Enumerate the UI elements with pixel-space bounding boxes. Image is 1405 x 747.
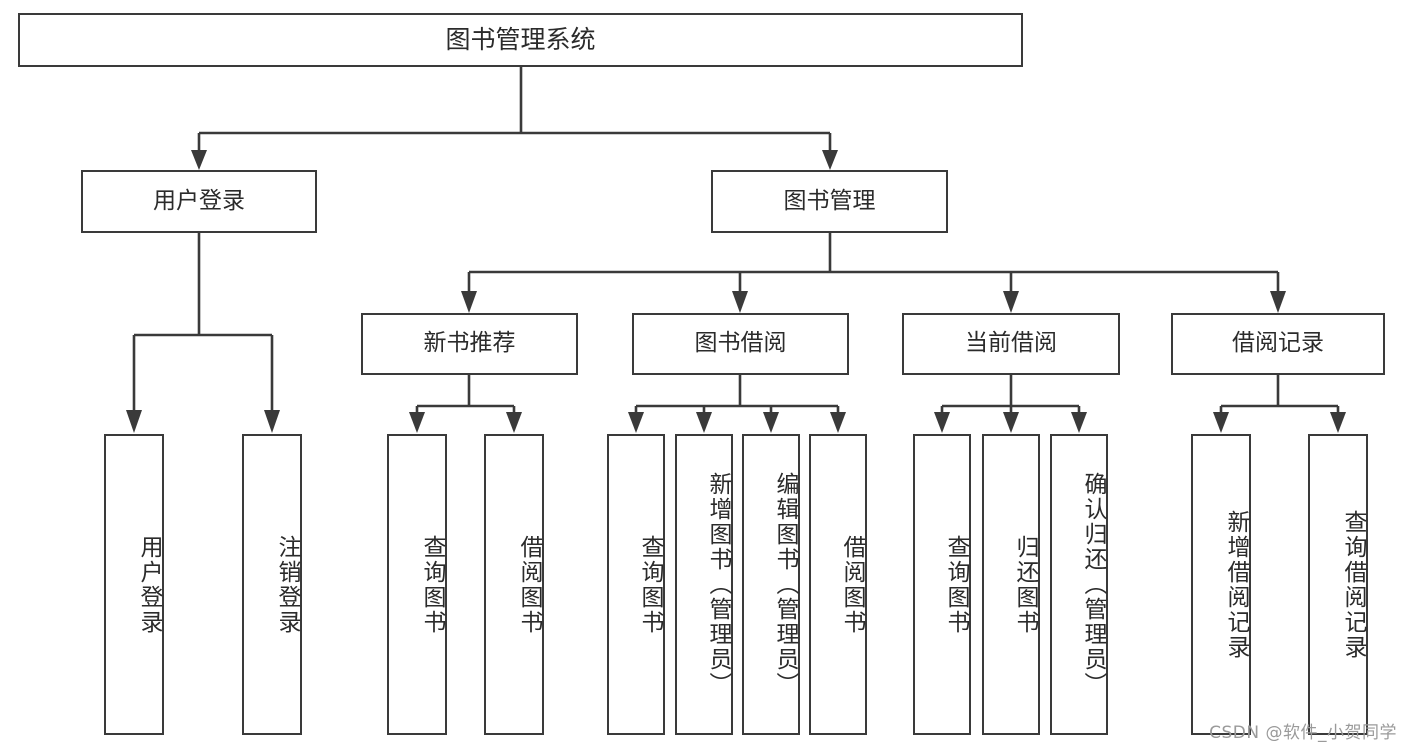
node-label: 查询图书: [419, 534, 445, 635]
arrowhead-leaf-add-record: [1213, 412, 1229, 433]
arrowhead-leaf-user-login: [126, 410, 142, 433]
arrowhead-userlogin: [191, 150, 207, 170]
node-leaf-borrow-book-recommend[interactable]: 借阅图书: [484, 434, 544, 735]
node-label: 注销登录: [274, 534, 300, 635]
arrowhead-new-book-recommend: [461, 291, 477, 313]
arrowhead-current-borrow: [1003, 291, 1019, 313]
node-current-borrow[interactable]: 当前借阅: [902, 313, 1120, 375]
node-leaf-return-book[interactable]: 归还图书: [982, 434, 1040, 735]
arrowhead-book-borrow: [732, 291, 748, 313]
node-label: 图书管理: [783, 187, 876, 214]
node-root-book-management-system[interactable]: 图书管理系统: [18, 13, 1023, 67]
arrowhead-leaf-return-book: [1003, 412, 1019, 433]
node-leaf-query-book-borrow[interactable]: 查询图书: [607, 434, 665, 735]
csdn-watermark: CSDN @软件_小贺同学: [1209, 723, 1397, 743]
arrowhead-leaf-confirm-return: [1071, 412, 1087, 433]
node-label: 查询图书: [637, 534, 663, 635]
node-label: 归还图书: [1012, 534, 1038, 635]
node-book-borrow[interactable]: 图书借阅: [632, 313, 849, 375]
node-label: 借阅图书: [516, 534, 542, 635]
arrowhead-leaf-add-book: [696, 412, 712, 433]
node-label: 确认归还（管理员）: [1080, 472, 1106, 697]
node-leaf-confirm-return[interactable]: 确认归还（管理员）: [1050, 434, 1108, 735]
node-label: 查询借阅记录: [1340, 509, 1366, 660]
arrowhead-borrow-record: [1270, 291, 1286, 313]
node-label: 新增图书（管理员）: [705, 472, 731, 697]
node-label: 用户登录: [136, 534, 162, 635]
arrowhead-leaf-borrow-book-2: [830, 412, 846, 433]
node-leaf-user-login[interactable]: 用户登录: [104, 434, 164, 735]
node-leaf-add-borrow-record[interactable]: 新增借阅记录: [1191, 434, 1251, 735]
arrowhead-bookmanage: [822, 150, 838, 170]
arrowhead-leaf-edit-book: [763, 412, 779, 433]
node-label: 借阅记录: [1232, 330, 1324, 357]
node-leaf-query-book-recommend[interactable]: 查询图书: [387, 434, 447, 735]
node-leaf-logout-login[interactable]: 注销登录: [242, 434, 302, 735]
arrowhead-leaf-query-book-1: [409, 412, 425, 433]
node-label: 编辑图书（管理员）: [772, 472, 798, 697]
node-borrow-record[interactable]: 借阅记录: [1171, 313, 1385, 375]
node-label: 查询图书: [943, 534, 969, 635]
node-book-management[interactable]: 图书管理: [711, 170, 948, 233]
node-leaf-query-book-current[interactable]: 查询图书: [913, 434, 971, 735]
node-label: 新增借阅记录: [1223, 509, 1249, 660]
node-new-book-recommend[interactable]: 新书推荐: [361, 313, 578, 375]
node-label: 新书推荐: [423, 330, 516, 357]
node-label: 借阅图书: [839, 534, 865, 635]
arrowhead-leaf-borrow-book-1: [506, 412, 522, 433]
arrowhead-leaf-logout-login: [264, 410, 280, 433]
node-leaf-edit-book[interactable]: 编辑图书（管理员）: [742, 434, 800, 735]
node-leaf-query-borrow-record[interactable]: 查询借阅记录: [1308, 434, 1368, 735]
node-label: 图书借阅: [694, 330, 787, 357]
node-label: 当前借阅: [965, 330, 1057, 357]
arrowhead-leaf-query-record: [1330, 412, 1346, 433]
node-leaf-add-book[interactable]: 新增图书（管理员）: [675, 434, 733, 735]
node-user-login[interactable]: 用户登录: [81, 170, 317, 233]
arrowhead-leaf-query-book-3: [934, 412, 950, 433]
arrowhead-leaf-query-book-2: [628, 412, 644, 433]
node-leaf-borrow-book[interactable]: 借阅图书: [809, 434, 867, 735]
node-label: 图书管理系统: [445, 25, 596, 55]
node-label: 用户登录: [153, 187, 245, 214]
